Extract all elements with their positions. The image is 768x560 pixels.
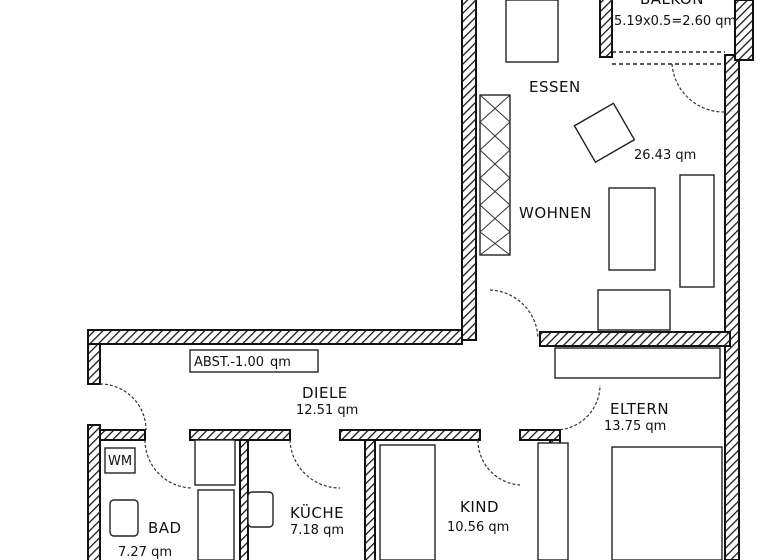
sofa: [597, 289, 671, 331]
room-labels: BALKON 5.19x0.5=2.60 qm ESSEN 26.43 qm W…: [108, 0, 736, 560]
door-swings: [99, 63, 726, 489]
balkon-label: BALKON: [640, 0, 704, 8]
balkon-area: 5.19x0.5=2.60 qm: [614, 14, 736, 29]
kind-area: 10.56 qm: [447, 520, 509, 535]
dining-table: [505, 0, 559, 63]
eltern-label: ELTERN: [610, 400, 669, 418]
kueche-area: 7.18 qm: [290, 523, 344, 538]
kind-label: KIND: [460, 498, 499, 516]
bed-kind: [379, 444, 436, 560]
armchair: [573, 102, 636, 164]
abst-unit: qm: [270, 355, 291, 370]
bad-area: 7.27 qm: [118, 545, 172, 560]
bathtub: [197, 489, 235, 560]
wm-label: WM: [108, 454, 132, 469]
washing-machine: [104, 447, 136, 474]
walls: [87, 0, 740, 560]
stove: [247, 491, 274, 528]
eltern-wardrobe: [554, 347, 721, 379]
balcony-railing: [612, 0, 754, 65]
abst-box: [189, 349, 319, 373]
sideboard: [679, 174, 715, 288]
shower: [194, 439, 236, 486]
furniture: [104, 0, 723, 560]
bed-eltern: [611, 446, 723, 560]
wardrobe: [479, 94, 511, 256]
bad-label: BAD: [148, 519, 182, 537]
wohnen-area: 26.43 qm: [634, 148, 696, 163]
wohnen-label: WOHNEN: [519, 204, 592, 222]
eltern-area: 13.75 qm: [604, 419, 666, 434]
coffee-table: [608, 187, 656, 271]
abst-label: ABST.-1.00: [194, 355, 264, 370]
diele-label: DIELE: [302, 384, 348, 402]
diele-area: 12.51 qm: [296, 403, 358, 418]
kind-wardrobe: [537, 442, 569, 560]
essen-label: ESSEN: [529, 78, 581, 96]
kueche-label: KÜCHE: [290, 503, 344, 522]
washbasin: [109, 499, 139, 537]
